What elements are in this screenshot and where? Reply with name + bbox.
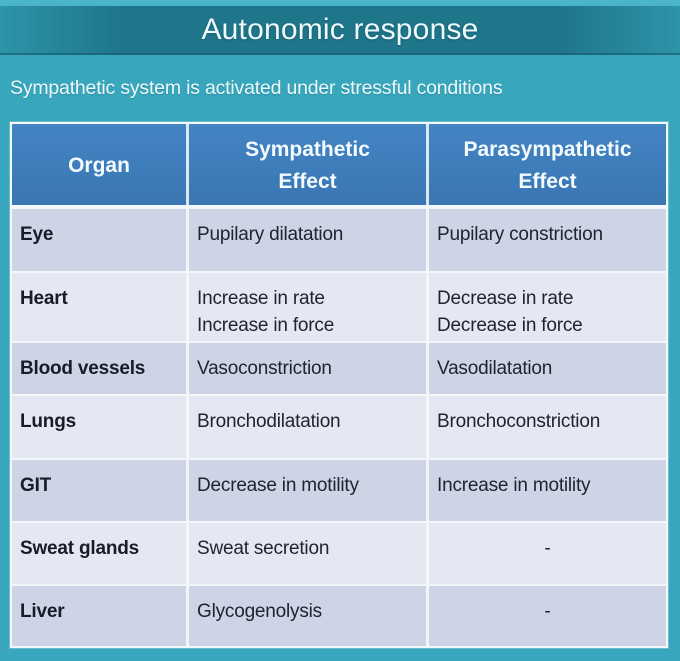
table-header-row: Organ Sympathetic Effect Parasympathetic… — [12, 124, 666, 207]
cell-sympathetic: Bronchodilatation — [186, 396, 426, 458]
cell-parasympathetic: Vasodilatation — [426, 343, 666, 394]
column-header-organ: Organ — [68, 153, 130, 177]
title-bar: Autonomic response — [0, 6, 680, 55]
table-row-blood-vessels: Blood vessels Vasoconstriction Vasodilat… — [12, 341, 666, 394]
cell-sympathetic: Increase in rate Increase in force — [186, 273, 426, 343]
cell-parasympathetic: - — [426, 586, 666, 646]
subtitle-text: Sympathetic system is activated under st… — [10, 77, 503, 99]
table-row-eye: Eye Pupilary dilatation Pupilary constri… — [12, 207, 666, 271]
cell-parasympathetic: Increase in motility — [426, 460, 666, 521]
cell-parasympathetic: Bronchoconstriction — [426, 396, 666, 458]
cell-organ: Eye — [20, 224, 54, 245]
cell-organ: Blood vessels — [20, 358, 146, 379]
table-row-git: GIT Decrease in motility Increase in mot… — [12, 458, 666, 521]
cell-organ: Liver — [20, 601, 65, 622]
cell-parasympathetic: Pupilary constriction — [426, 209, 666, 271]
cell-organ: Sweat glands — [20, 538, 140, 559]
column-header-parasympathetic-effect: Parasympathetic Effect — [426, 124, 666, 205]
table-row-heart: Heart Increase in rate Increase in force… — [12, 271, 666, 343]
cell-sympathetic: Glycogenolysis — [186, 586, 426, 646]
table-row-sweat-glands: Sweat glands Sweat secretion - — [12, 521, 666, 584]
cell-sympathetic: Vasoconstriction — [186, 343, 426, 394]
cell-sympathetic: Sweat secretion — [186, 523, 426, 584]
page-title: Autonomic response — [201, 12, 479, 46]
column-header-sympathetic-effect: Sympathetic Effect — [186, 124, 426, 205]
cell-parasympathetic: - — [426, 523, 666, 584]
cell-sympathetic: Pupilary dilatation — [186, 209, 426, 271]
cell-organ: Lungs — [20, 411, 76, 432]
table-row-lungs: Lungs Bronchodilatation Bronchoconstrict… — [12, 394, 666, 458]
cell-parasympathetic: Decrease in rate Decrease in force — [426, 273, 666, 343]
cell-sympathetic: Decrease in motility — [186, 460, 426, 521]
autonomic-response-table: Organ Sympathetic Effect Parasympathetic… — [10, 122, 668, 648]
cell-organ: Heart — [20, 288, 68, 309]
table-row-liver: Liver Glycogenolysis - — [12, 584, 666, 646]
cell-organ: GIT — [20, 475, 52, 496]
